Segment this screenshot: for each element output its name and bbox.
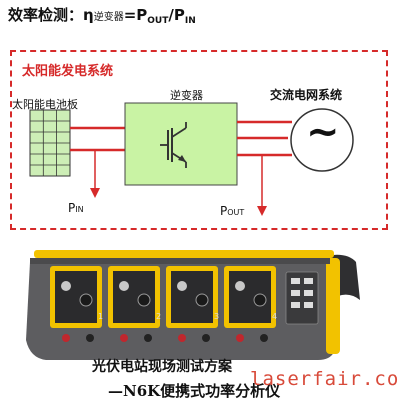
pin-subscript: IN (75, 205, 84, 214)
pin-arrow (90, 150, 100, 198)
solar-panel-label: 太阳能电池板 (12, 98, 78, 111)
title-slash-p: /P (168, 6, 185, 24)
pout-arrow (257, 155, 267, 216)
pin-p: P (68, 201, 76, 215)
solar-panel-icon (29, 109, 71, 177)
watermark-text: laserfair.com (250, 368, 400, 390)
channel-3-label: 3 (214, 312, 220, 321)
grid-tilde-symbol: ~ (306, 109, 340, 155)
pout-p: P (220, 204, 228, 218)
ac-grid-source-icon (290, 108, 354, 172)
grid-system-label: 交流电网系统 (270, 88, 343, 102)
inverter-block (124, 102, 238, 186)
ac-output-wires (237, 120, 292, 157)
caption-line-1: 光伏电站现场测试方案 (92, 359, 232, 375)
efficiency-formula-title: 效率检测：η逆变器=POUT/PIN (8, 4, 196, 26)
solar-system-label: 太阳能发电系统 (22, 64, 114, 79)
channel-4-label: 4 (272, 312, 278, 321)
solar-system-boundary (10, 50, 388, 230)
title-prefix: 效率检测： (8, 6, 84, 24)
eta-symbol: η (83, 6, 94, 24)
title-inverter: 逆变器 (93, 12, 124, 23)
pin-label: PIN (68, 201, 84, 215)
inverter-label: 逆变器 (170, 89, 203, 102)
title-in-subscript: IN (184, 16, 196, 26)
pout-label: POUT (220, 204, 244, 218)
caption-line-2: —N6K便携式功率分析仪 (108, 382, 281, 400)
channel-2-label: 2 (156, 312, 162, 321)
title-out-subscript: OUT (147, 16, 169, 26)
dc-input-wires (70, 126, 125, 152)
pout-subscript: OUT (227, 208, 245, 217)
channel-1-label: 1 (98, 312, 104, 321)
power-analyzer-device (26, 250, 360, 360)
title-equals-p: =P (123, 6, 148, 24)
